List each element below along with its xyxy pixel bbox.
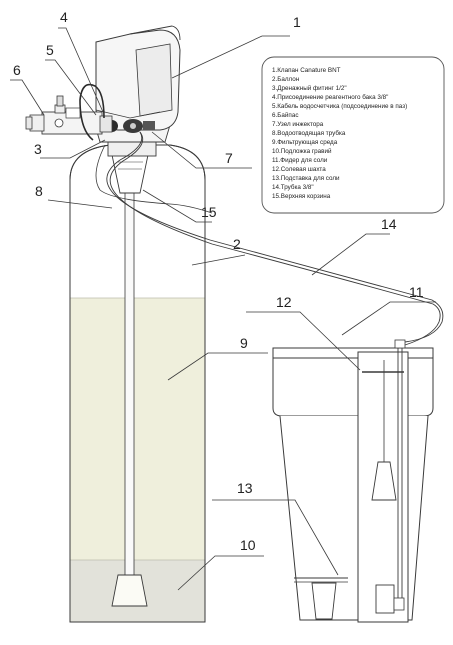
filter-media <box>70 298 205 560</box>
callout-1: 1 <box>293 14 301 30</box>
callout-6: 6 <box>13 62 21 78</box>
legend-item-7: 7.Узел инжектора <box>272 121 324 128</box>
distributor-tube <box>124 189 135 576</box>
legend-item-9: 9.Фильтрующая среда <box>272 139 338 146</box>
legend-item-8: 8.Водоотводящая трубка <box>272 129 346 137</box>
legend-item-3: 3.Дренажный фитинг 1/2" <box>272 84 347 92</box>
callout-2: 2 <box>233 236 241 252</box>
brine-tubing <box>106 131 444 343</box>
bypass <box>25 95 113 135</box>
brine-tank <box>272 347 434 621</box>
callout-8: 8 <box>35 183 43 199</box>
legend-item-2: 2.Баллон <box>272 76 300 83</box>
callout-15: 15 <box>201 204 217 220</box>
legend-item-4: 4.Присоединение реагентного бака 3/8" <box>272 93 388 101</box>
callout-7: 7 <box>225 150 233 166</box>
salt-platform <box>294 577 348 620</box>
legend-item-11: 11.Фидер для соли <box>272 157 328 164</box>
legend-item-5: 5.Кабель водосчетчика (подсоединение в п… <box>272 102 407 110</box>
meter-cable <box>79 83 105 141</box>
legend: 1.Клапан Canature BNT 2.Баллон 3.Дренажн… <box>272 67 407 200</box>
callout-4: 4 <box>60 9 68 25</box>
brine-well <box>357 339 409 623</box>
leader-lines <box>10 27 436 591</box>
callout-14: 14 <box>381 216 397 232</box>
legend-item-15: 15.Верхняя корзина <box>272 193 331 200</box>
callout-3: 3 <box>34 141 42 157</box>
legend-item-13: 13.Подставка для соли <box>272 175 340 182</box>
drain-line <box>95 144 213 214</box>
legend-item-6: 6.Байпас <box>272 111 298 119</box>
control-valve <box>94 25 181 157</box>
lower-basket <box>111 574 148 607</box>
callout-5: 5 <box>46 42 54 58</box>
legend-box <box>261 56 445 214</box>
legend-item-12: 12.Солевая шахта <box>272 166 326 173</box>
callout-12: 12 <box>276 294 292 310</box>
callout-11: 11 <box>409 284 424 300</box>
legend-item-10: 10.Подложка гравий <box>272 147 332 155</box>
callout-13: 13 <box>237 480 253 496</box>
callout-9: 9 <box>240 335 248 351</box>
legend-item-1: 1.Клапан Canature BNT <box>272 67 341 74</box>
legend-item-14: 14.Трубка 3/8" <box>272 183 314 191</box>
callout-10: 10 <box>240 537 256 553</box>
